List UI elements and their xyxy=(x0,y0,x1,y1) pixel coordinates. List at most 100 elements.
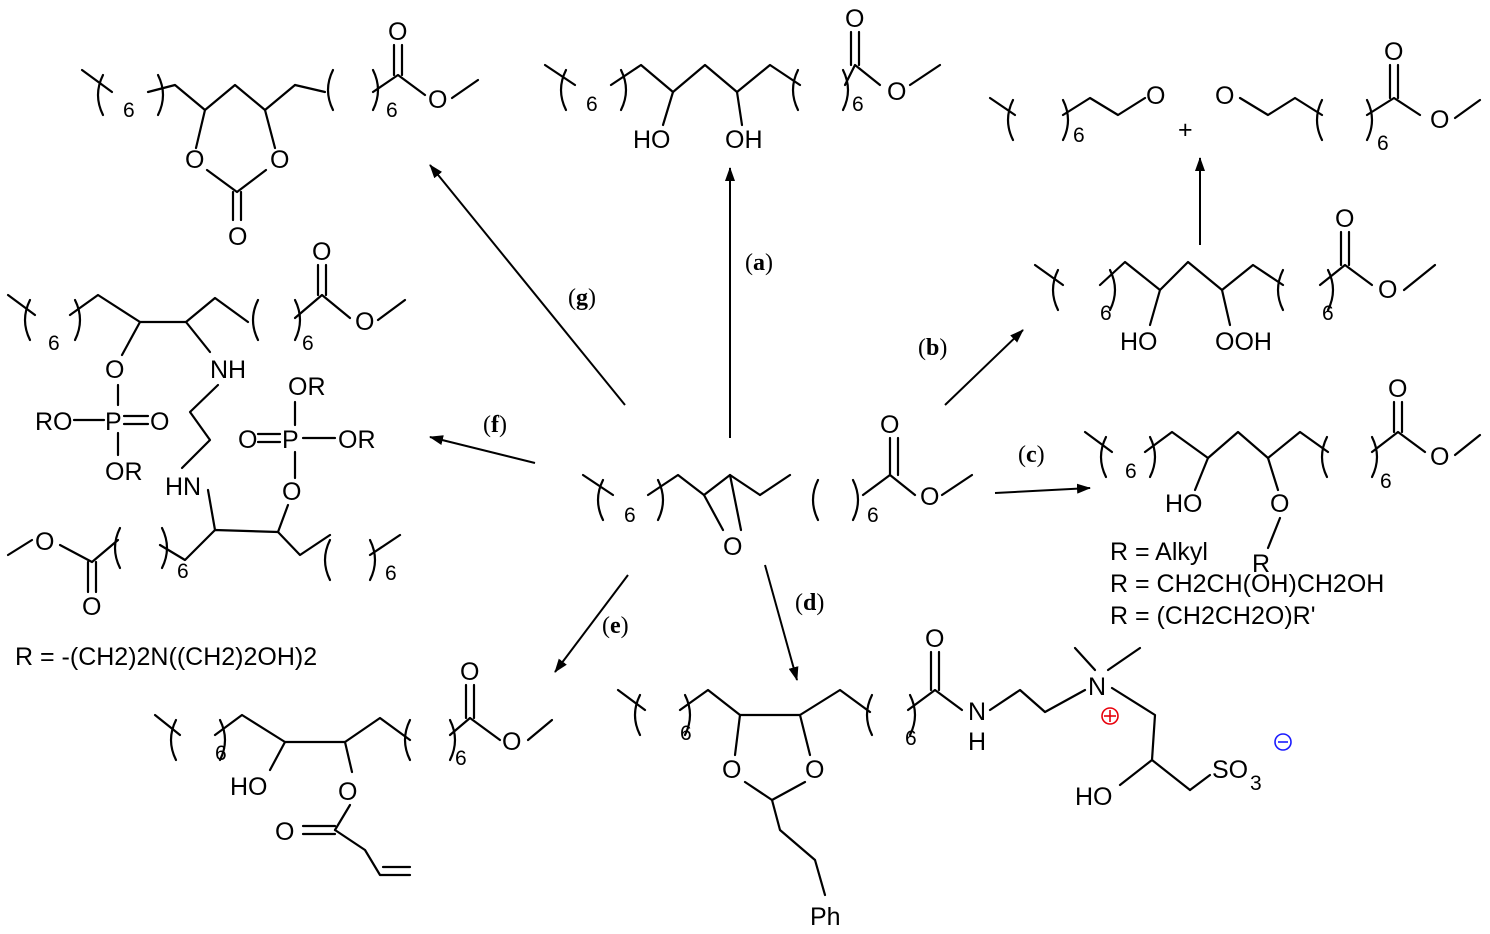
svg-text:6: 6 xyxy=(1377,132,1389,155)
svg-text:+: + xyxy=(1178,116,1193,144)
svg-text:OR: OR xyxy=(338,426,376,454)
svg-text:Ph: Ph xyxy=(810,903,841,931)
svg-text:6: 6 xyxy=(586,93,598,116)
svg-text:6: 6 xyxy=(1073,124,1085,147)
svg-text:6: 6 xyxy=(905,727,917,750)
svg-text:O: O xyxy=(887,78,906,106)
svg-text:6: 6 xyxy=(680,722,692,745)
label-e: (e) xyxy=(602,613,629,639)
svg-text:N: N xyxy=(1088,673,1106,701)
svg-text:R = CH2CH(OH)CH2OH: R = CH2CH(OH)CH2OH xyxy=(1110,570,1384,598)
svg-text:6: 6 xyxy=(867,504,879,527)
svg-text:6: 6 xyxy=(852,93,864,116)
product-b-aldehydes: 6 O + O 6 O O xyxy=(988,38,1482,155)
svg-text:OH: OH xyxy=(725,126,763,154)
svg-text:6: 6 xyxy=(386,99,398,122)
arrow-f xyxy=(429,435,536,464)
label-g: (g) xyxy=(568,285,596,311)
svg-text:O: O xyxy=(460,658,479,686)
svg-text:O: O xyxy=(925,625,944,653)
svg-text:R: R xyxy=(1252,550,1270,578)
svg-text:6: 6 xyxy=(1380,470,1392,493)
label-a: (a) xyxy=(745,250,773,276)
svg-text:O: O xyxy=(82,593,101,621)
svg-text:O: O xyxy=(1384,38,1403,66)
svg-text:OR: OR xyxy=(288,373,326,401)
svg-text:O: O xyxy=(428,86,447,114)
svg-text:O: O xyxy=(150,408,169,436)
svg-text:O: O xyxy=(723,533,742,561)
svg-text:H: H xyxy=(968,728,986,756)
arrow-c xyxy=(994,483,1091,494)
svg-text:6: 6 xyxy=(624,504,636,527)
svg-text:HO: HO xyxy=(1165,490,1203,518)
svg-text:O: O xyxy=(228,223,247,251)
product-d-sulfobetaine: 6 O O Ph 6 O N H N HO SO 3 xyxy=(616,625,1292,931)
svg-text:O: O xyxy=(35,528,54,556)
svg-text:R = Alkyl: R = Alkyl xyxy=(1110,538,1208,566)
svg-text:N: N xyxy=(968,698,986,726)
epoxide-reactant: 6 O 6 O O xyxy=(581,411,974,561)
svg-text:P: P xyxy=(105,408,122,436)
product-e-acrylate: 6 HO O O 6 O O xyxy=(153,658,554,877)
svg-text:O: O xyxy=(388,18,407,46)
svg-text:O: O xyxy=(880,411,899,439)
svg-text:O: O xyxy=(1146,82,1165,110)
svg-text:HO: HO xyxy=(230,773,268,801)
svg-text:O: O xyxy=(275,818,294,846)
svg-text:SO: SO xyxy=(1212,756,1248,784)
svg-text:6: 6 xyxy=(1100,302,1112,325)
svg-text:O: O xyxy=(1388,375,1407,403)
svg-text:O: O xyxy=(1378,276,1397,304)
svg-text:O: O xyxy=(355,308,374,336)
svg-text:R = -(CH2)2N((CH2)2OH)2: R = -(CH2)2N((CH2)2OH)2 xyxy=(15,643,317,671)
svg-text:O: O xyxy=(502,728,521,756)
svg-text:O: O xyxy=(238,426,257,454)
arrow-e xyxy=(554,574,629,673)
svg-text:O: O xyxy=(282,478,301,506)
label-b: (b) xyxy=(918,335,947,361)
product-c-hydroxy-ether: 6 HO O R 6 O O R = Alkyl R = CH2CH(OH)CH… xyxy=(1083,375,1482,630)
svg-text:O: O xyxy=(1430,443,1449,471)
svg-text:HO: HO xyxy=(1075,783,1113,811)
svg-text:O: O xyxy=(845,5,864,33)
arrow-g xyxy=(429,164,626,406)
svg-text:6: 6 xyxy=(1125,460,1137,483)
svg-text:O: O xyxy=(1430,106,1449,134)
svg-text:HO: HO xyxy=(1120,328,1158,356)
svg-text:RO: RO xyxy=(35,408,73,436)
svg-text:OOH: OOH xyxy=(1215,328,1272,356)
svg-text:O: O xyxy=(338,778,357,806)
svg-text:R = (CH2CH2O)R': R = (CH2CH2O)R' xyxy=(1110,602,1316,630)
svg-text:6: 6 xyxy=(1322,302,1334,325)
svg-text:NH: NH xyxy=(210,356,246,384)
svg-text:HN: HN xyxy=(165,473,201,501)
product-a-diol: 6 HO OH 6 O O xyxy=(543,5,942,154)
svg-text:HO: HO xyxy=(633,126,671,154)
svg-text:6: 6 xyxy=(215,742,227,765)
svg-text:6: 6 xyxy=(177,560,189,583)
product-f-phosphate-amine: 6 O NH 6 O O P RO O OR HN OR P O OR O xyxy=(6,238,407,671)
svg-text:O: O xyxy=(805,756,824,784)
svg-text:6: 6 xyxy=(302,332,314,355)
svg-text:OR: OR xyxy=(105,458,143,486)
svg-text:O: O xyxy=(270,146,289,174)
label-f: (f) xyxy=(483,412,507,438)
product-b-hydroperoxide: 6 HO OOH 6 O O xyxy=(1033,205,1437,356)
svg-text:O: O xyxy=(920,483,939,511)
arrow-b xyxy=(944,329,1024,406)
product-g-cyclic-carbonate: 6 O O O 6 O O xyxy=(80,18,480,251)
svg-text:6: 6 xyxy=(123,99,135,122)
label-c: (c) xyxy=(1018,442,1045,468)
svg-text:P: P xyxy=(282,426,299,454)
svg-text:6: 6 xyxy=(455,747,467,770)
svg-text:3: 3 xyxy=(1250,772,1262,795)
svg-text:O: O xyxy=(1215,82,1234,110)
svg-text:O: O xyxy=(1335,205,1354,233)
svg-text:O: O xyxy=(185,146,204,174)
svg-text:6: 6 xyxy=(48,332,60,355)
svg-text:O: O xyxy=(312,238,331,266)
svg-text:O: O xyxy=(722,756,741,784)
svg-text:6: 6 xyxy=(385,562,397,585)
